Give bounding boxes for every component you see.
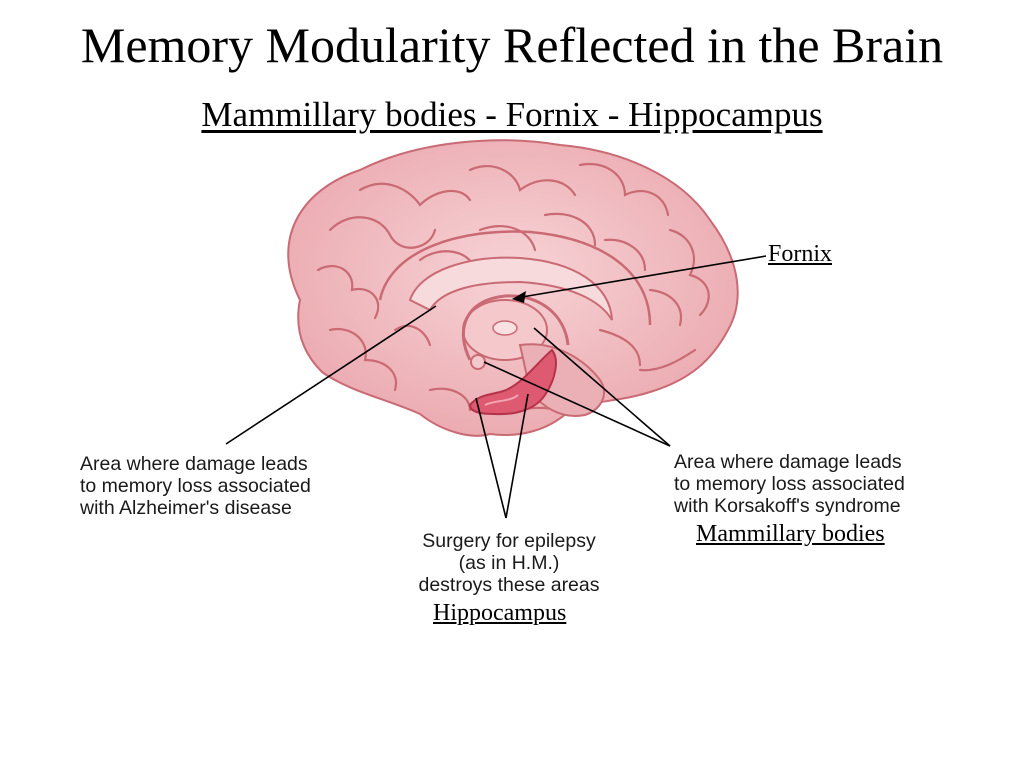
label-mammillary-bodies: Mammillary bodies	[696, 521, 885, 547]
caption-alzheimers-line-2: to memory loss associated	[80, 475, 311, 497]
fornix-pointer	[515, 255, 767, 299]
caption-korsakoff-line-1: Area where damage leads	[674, 451, 902, 473]
fornix-arrowhead	[512, 291, 526, 303]
caption-alzheimers-line-1: Area where damage leads	[80, 453, 308, 475]
thalamus-inner	[492, 320, 518, 336]
slide-subtitle: Mammillary bodies - Fornix - Hippocampus	[0, 95, 1024, 135]
pointer-lines	[225, 255, 767, 519]
caption-korsakoff: Area where damage leads to memory loss a…	[674, 451, 905, 517]
slide-title: Memory Modularity Reflected in the Brain	[80, 17, 944, 73]
epilepsy-pointer-left	[475, 397, 507, 519]
slide-subtitle-text: Mammillary bodies - Fornix - Hippocampus	[201, 95, 823, 134]
caption-alzheimers: Area where damage leads to memory loss a…	[80, 453, 311, 519]
label-fornix: Fornix	[768, 241, 833, 267]
cingulate-gyrus	[378, 230, 652, 326]
fornix-arc	[461, 294, 570, 361]
caption-korsakoff-line-3: with Korsakoff's syndrome	[674, 495, 901, 517]
epilepsy-pointer-right	[505, 393, 529, 519]
caption-epilepsy-line-1: Surgery for epilepsy	[422, 530, 596, 552]
hippocampus-highlight	[468, 348, 557, 416]
label-hippocampus: Hippocampus	[433, 600, 567, 626]
caption-alzheimers-line-3: with Alzheimer's disease	[80, 497, 292, 519]
caption-epilepsy: Surgery for epilepsy (as in H.M.) destro…	[404, 530, 614, 596]
caption-epilepsy-line-3: destroys these areas	[418, 574, 600, 596]
korsakoff-pointer-upper	[533, 327, 671, 447]
hippocampus-highlight-inner	[484, 394, 519, 406]
korsakoff-pointer-lower	[483, 361, 671, 447]
mammillary-body	[470, 354, 486, 370]
alzheimers-pointer	[225, 305, 437, 445]
brain-cortex	[287, 139, 739, 437]
caption-epilepsy-line-2: (as in H.M.)	[458, 552, 560, 574]
caption-korsakoff-line-2: to memory loss associated	[674, 473, 905, 495]
corpus-callosum	[408, 256, 613, 321]
